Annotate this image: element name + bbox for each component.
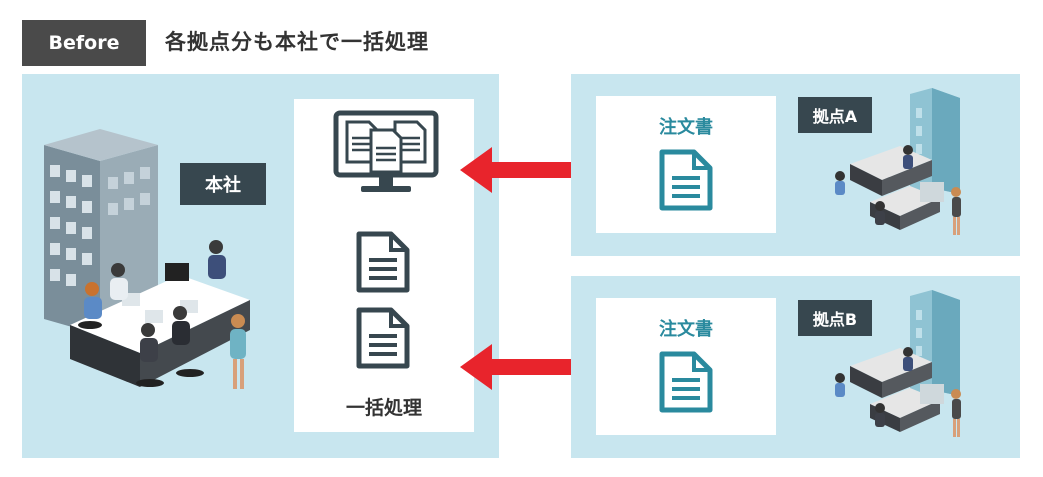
document-icon <box>659 149 713 211</box>
branch-office-illustration <box>835 290 961 437</box>
document-icon <box>356 231 410 293</box>
site-a-label: 拠点A <box>798 97 872 133</box>
order-form-title: 注文書 <box>659 319 713 340</box>
document-icon <box>356 307 410 369</box>
page-title: 各拠点分も本社で一括処理 <box>165 30 429 54</box>
monitor-documents-icon <box>333 110 439 192</box>
arrow-left-icon <box>460 147 587 193</box>
order-form-title: 注文書 <box>659 117 713 138</box>
document-icon <box>659 351 713 413</box>
site-b-label: 拠点B <box>798 300 872 336</box>
hq-label: 本社 <box>180 163 266 205</box>
before-tag: Before <box>22 20 146 66</box>
hq-office-illustration <box>44 129 250 389</box>
batch-processing-label: 一括処理 <box>345 397 422 419</box>
branch-office-illustration <box>835 88 961 235</box>
arrow-left-icon <box>460 344 587 390</box>
